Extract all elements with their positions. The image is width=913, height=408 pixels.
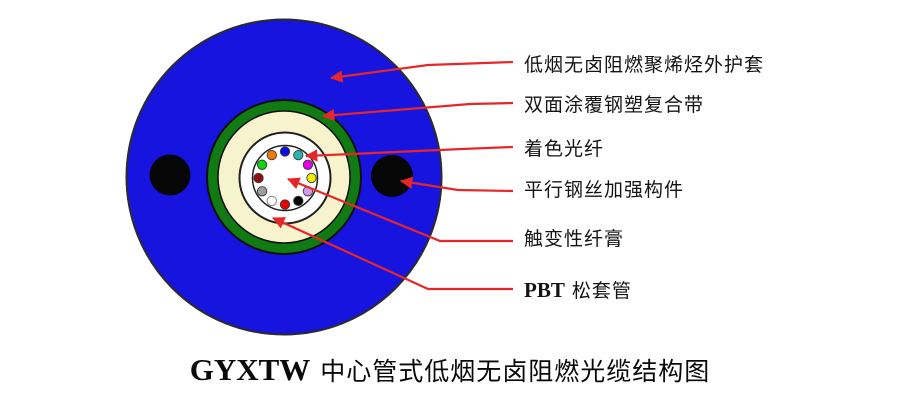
label-thixotropic-gel: 触变性纤膏 (524, 226, 624, 252)
label-text: 平行钢丝加强构件 (524, 179, 685, 201)
leader-arrow-steel-tape (322, 101, 514, 122)
fiber-dot-brown (253, 172, 264, 184)
fiber-dot-gray (256, 186, 268, 197)
fiber-dot-yellow (306, 172, 317, 184)
label-text: 松套管 (571, 280, 632, 302)
fiber-dot-white (266, 195, 277, 207)
fiber-dot-red (279, 199, 291, 210)
leader-arrow-outer-sheath (330, 60, 514, 83)
steel-wire-left (149, 154, 191, 196)
leader-arrow-strength-member (400, 176, 514, 193)
label-text: 双面涂覆钢塑复合带 (524, 94, 705, 116)
label-text: 低烟无卤阻燃聚烯烃外护套 (524, 54, 765, 76)
label-latin-prefix: PBT (524, 278, 565, 302)
leader-arrow-colored-fiber (305, 145, 514, 162)
figure-caption: GYXTW 中心管式低烟无卤阻燃光缆结构图 (120, 352, 780, 398)
caption-model-code: GYXTW (189, 352, 311, 387)
fiber-dot-blue (279, 146, 291, 157)
fiber-dot-orange (266, 149, 277, 161)
label-outer-sheath: 低烟无卤阻燃聚烯烃外护套 (524, 52, 764, 78)
gel-area-circle (251, 144, 319, 212)
caption-title-text: 中心管式低烟无卤阻燃光缆结构图 (320, 357, 711, 386)
fiber-dot-aqua (293, 149, 304, 161)
fiber-dot-green (256, 159, 268, 170)
label-colored-fiber: 着色光纤 (524, 136, 604, 162)
label-loose-tube: PBT 松套管 (524, 277, 632, 303)
fiber-dot-black (293, 195, 304, 207)
leader-arrow-thixotropic-gel (287, 177, 513, 243)
steel-wire-right (371, 155, 413, 197)
fiber-dot-rose (302, 159, 314, 170)
label-strength-member: 平行钢丝加强构件 (524, 177, 684, 203)
leader-arrow-loose-tube (272, 216, 513, 291)
label-text: 着色光纤 (524, 138, 605, 160)
label-steel-tape: 双面涂覆钢塑复合带 (524, 92, 704, 118)
label-text: 触变性纤膏 (524, 228, 625, 250)
